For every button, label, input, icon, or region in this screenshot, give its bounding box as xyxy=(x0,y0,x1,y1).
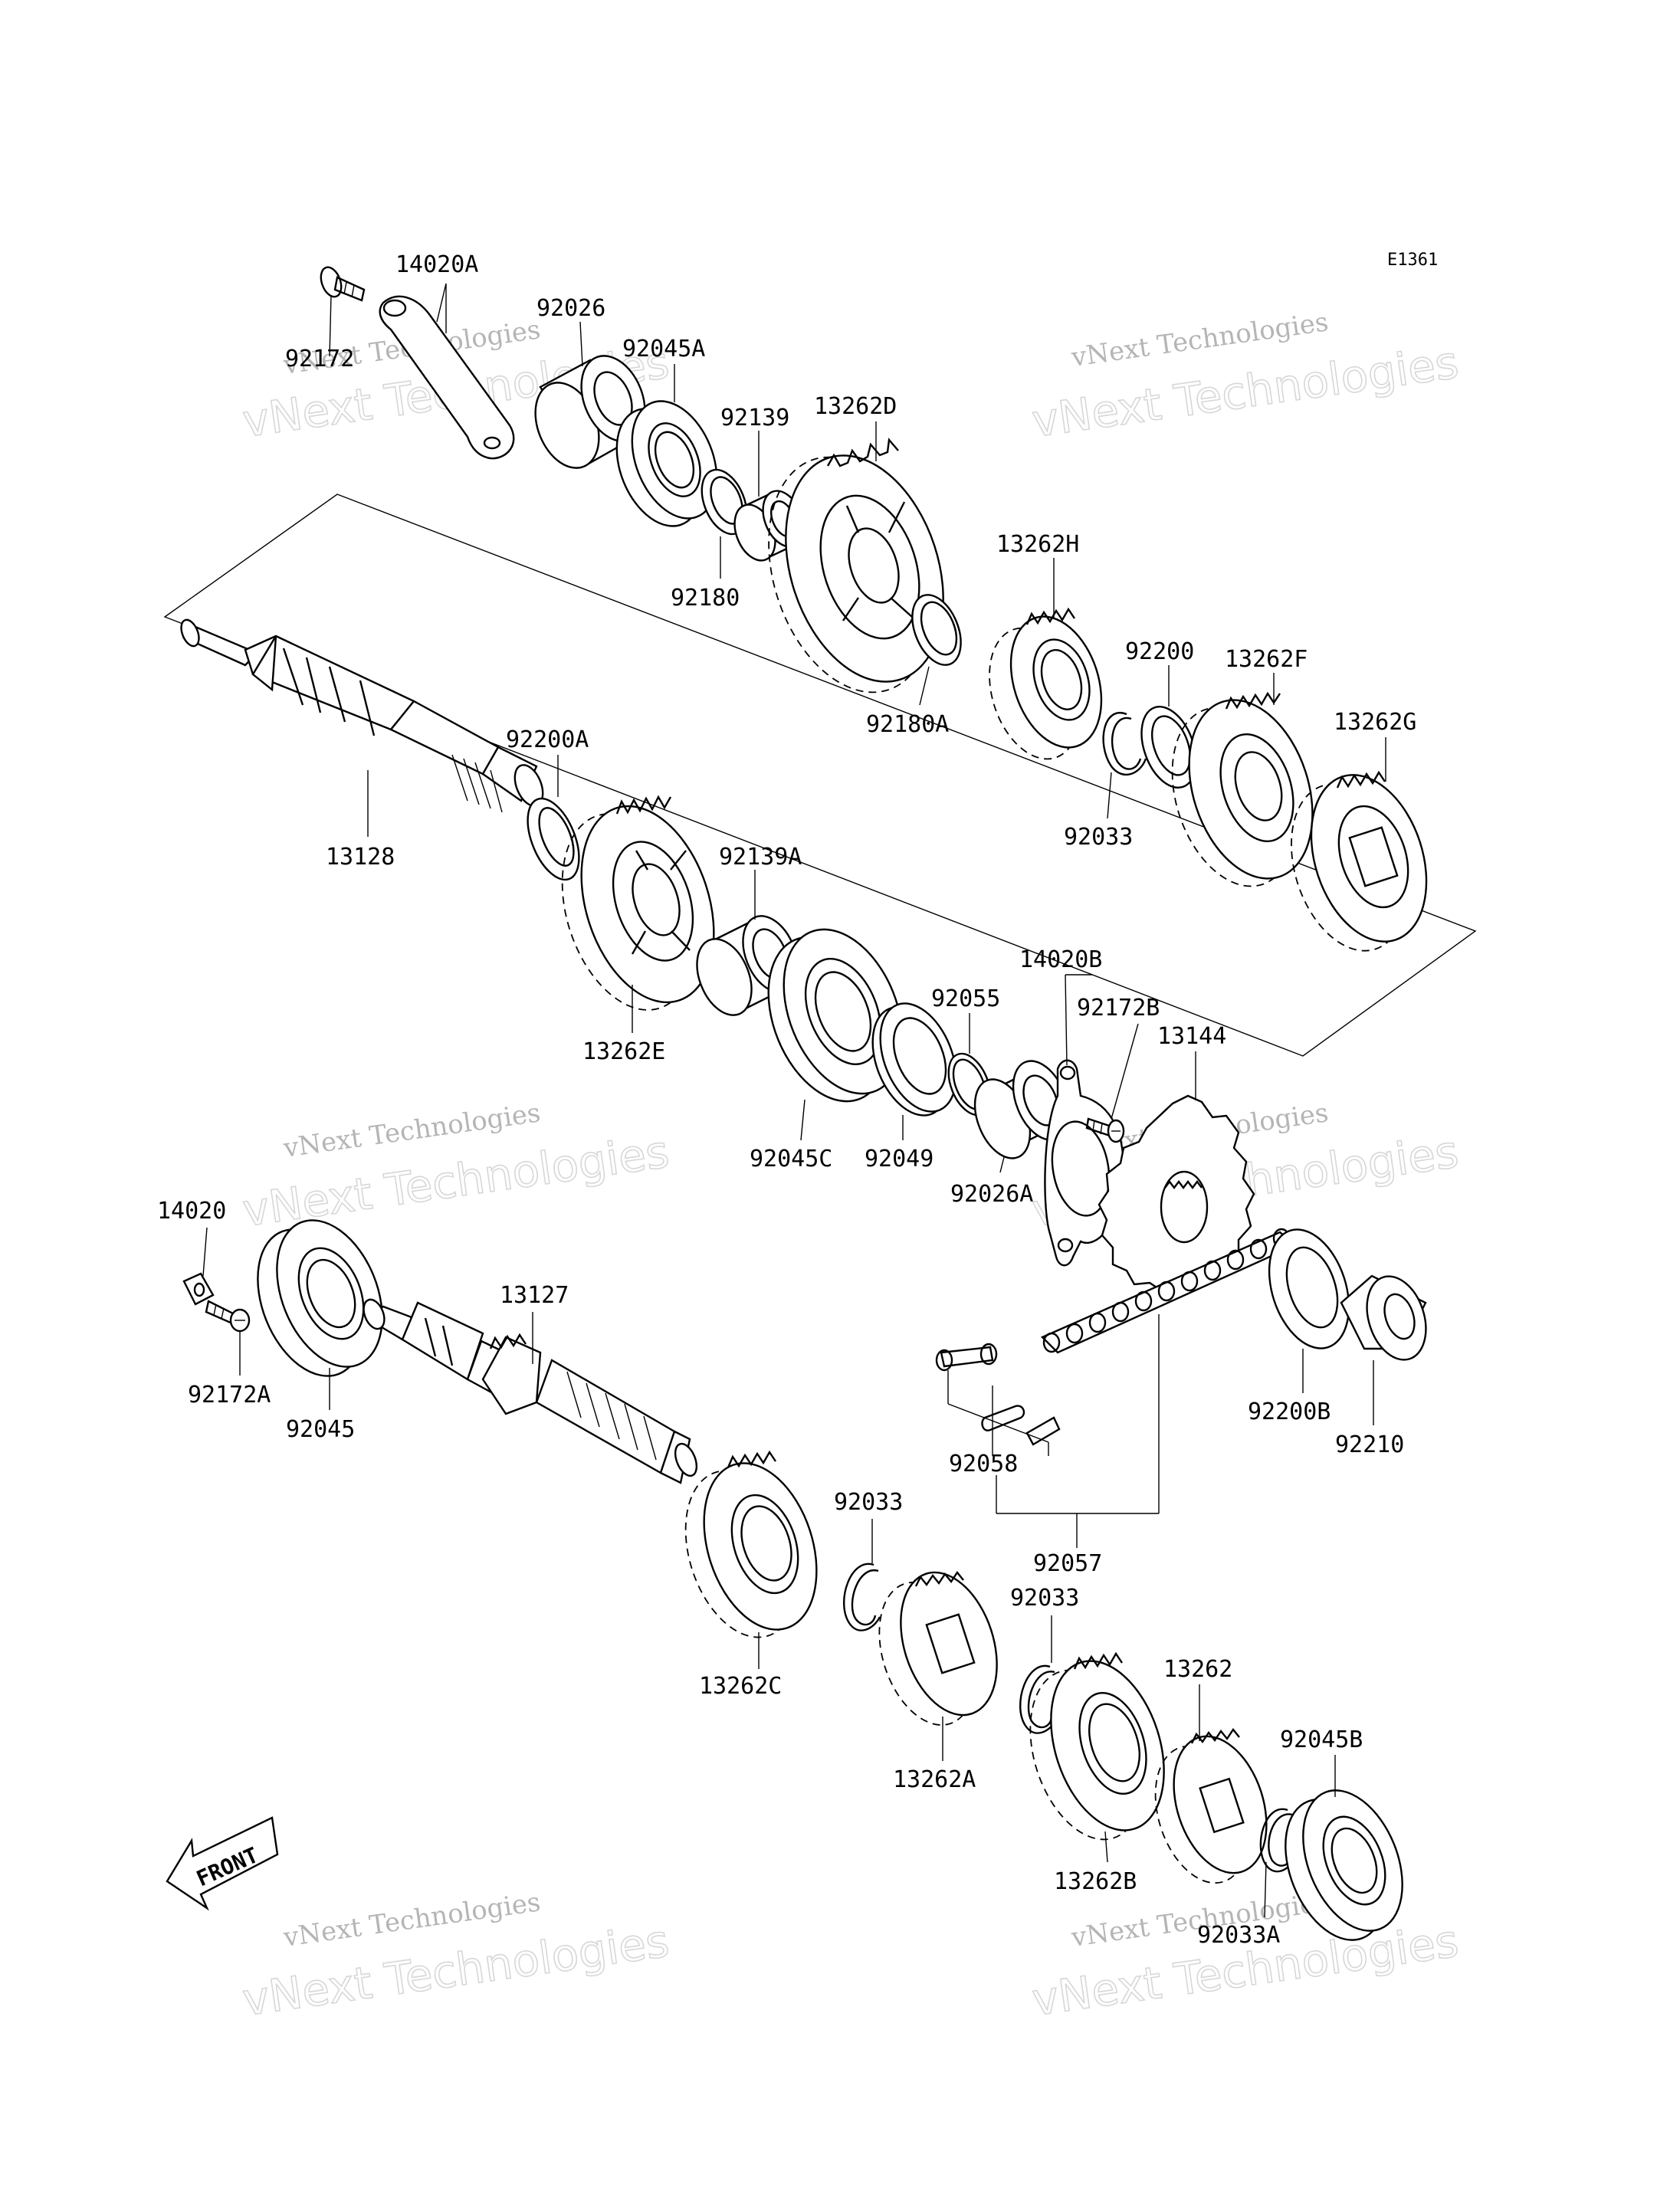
label-92049: 92049 xyxy=(865,1146,934,1172)
washer-92180A xyxy=(911,594,962,666)
washer-92200B xyxy=(1268,1228,1350,1349)
diagram-code: E1361 xyxy=(1387,251,1438,270)
label-92033A: 92033A xyxy=(1197,1922,1280,1949)
label-92139A: 92139A xyxy=(719,844,802,871)
label-92200B: 92200B xyxy=(1248,1399,1331,1425)
label-92180: 92180 xyxy=(671,585,740,612)
label-92045: 92045 xyxy=(286,1416,355,1443)
label-14020B: 14020B xyxy=(1019,946,1102,973)
label-92045B: 92045B xyxy=(1280,1726,1363,1753)
gear-13262C xyxy=(684,1450,818,1638)
circlip-92033-mid xyxy=(842,1562,881,1631)
nut-92210 xyxy=(1340,1274,1427,1361)
label-13262: 13262 xyxy=(1163,1656,1232,1683)
label-92200: 92200 xyxy=(1125,638,1194,665)
label-13127: 13127 xyxy=(500,1282,569,1309)
oil-seal-92049 xyxy=(871,1002,957,1117)
screw-92172 xyxy=(320,266,366,302)
bracket-14020 xyxy=(182,1272,215,1306)
screw-92172A xyxy=(205,1300,251,1333)
screw-92172B xyxy=(1085,1117,1125,1143)
label-92172A: 92172A xyxy=(188,1382,271,1408)
label-13262H: 13262H xyxy=(996,531,1079,558)
label-92139: 92139 xyxy=(720,405,789,431)
part-labels: 14020A 92172 92026 92045A 92139 13262D 9… xyxy=(157,251,1416,1949)
circlip-92033-top xyxy=(1102,712,1147,776)
label-13262G: 13262G xyxy=(1334,709,1416,736)
label-92200A: 92200A xyxy=(506,726,589,753)
bracket-14020A xyxy=(379,295,515,460)
label-92026: 92026 xyxy=(536,295,605,322)
output-shaft-13128 xyxy=(180,618,544,813)
label-14020: 14020 xyxy=(157,1198,226,1225)
label-13262F: 13262F xyxy=(1225,646,1308,673)
label-92055: 92055 xyxy=(931,985,1000,1012)
bearing-92045A xyxy=(615,400,718,527)
chain-master-link-92058 xyxy=(935,1343,1061,1446)
gear-13262 xyxy=(1154,1727,1268,1884)
leader-lines xyxy=(202,283,1386,1918)
front-direction-arrow: FRONT xyxy=(166,1816,279,1911)
label-13144: 13144 xyxy=(1157,1023,1226,1050)
label-92210: 92210 xyxy=(1335,1431,1404,1458)
gear-13262G xyxy=(1291,770,1428,952)
bushing-92139A xyxy=(696,915,799,1016)
gear-13262H xyxy=(989,607,1103,760)
shaft-group-outline xyxy=(163,494,1477,1057)
bearing-92045 xyxy=(257,1219,383,1377)
label-13262C: 13262C xyxy=(699,1673,782,1700)
label-92045C: 92045C xyxy=(750,1146,832,1172)
sprocket-13144 xyxy=(1098,1094,1255,1294)
label-92033-low: 92033 xyxy=(1010,1585,1079,1612)
gear-13262B xyxy=(1029,1651,1165,1841)
label-92180A: 92180A xyxy=(866,711,949,738)
label-92058: 92058 xyxy=(949,1451,1018,1477)
label-13262B: 13262B xyxy=(1054,1868,1137,1895)
gear-13262F xyxy=(1171,691,1314,887)
label-13262A: 13262A xyxy=(893,1766,976,1793)
label-92026A: 92026A xyxy=(950,1181,1033,1208)
washer-92200A xyxy=(527,797,580,881)
gear-13262D xyxy=(768,438,944,694)
label-13262E: 13262E xyxy=(582,1038,665,1065)
bearing-92045B xyxy=(1285,1789,1403,1941)
input-shaft-13127 xyxy=(363,1298,698,1484)
label-92057: 92057 xyxy=(1033,1550,1102,1577)
gear-13262E xyxy=(561,795,715,1011)
label-92045A: 92045A xyxy=(622,336,705,362)
label-13262D: 13262D xyxy=(814,393,897,420)
gear-13262A xyxy=(878,1570,998,1726)
label-92172: 92172 xyxy=(285,346,354,372)
label-92033-top: 92033 xyxy=(1064,824,1133,851)
label-13128: 13128 xyxy=(326,844,395,871)
label-92033-mid: 92033 xyxy=(834,1489,903,1516)
label-92172B: 92172B xyxy=(1077,995,1160,1021)
label-14020A: 14020A xyxy=(395,251,478,278)
